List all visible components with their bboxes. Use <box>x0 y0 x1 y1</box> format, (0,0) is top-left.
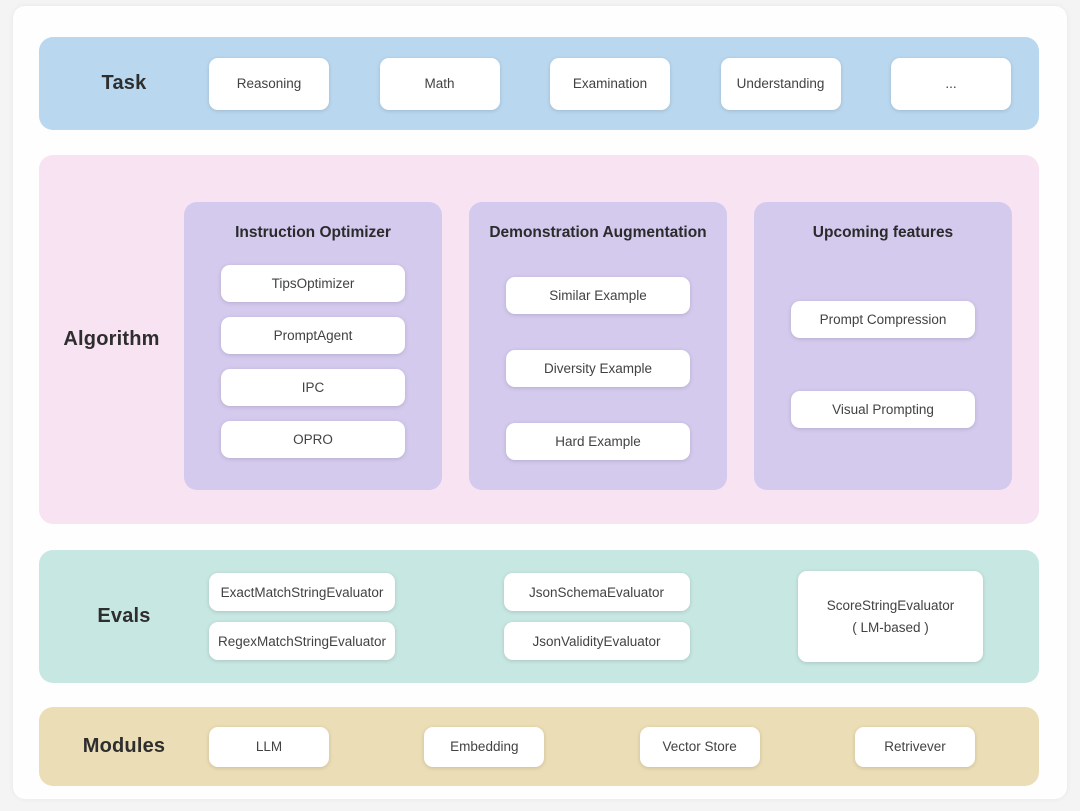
module-chip-llm: LLM <box>209 726 329 767</box>
eval-chip-scorestring-line1: ScoreStringEvaluator <box>826 598 955 613</box>
algo-chip-visual-prompting: Visual Prompting <box>791 391 975 428</box>
eval-chip-jsonvalidity: JsonValidityEvaluator <box>503 622 690 660</box>
modules-chip-row: LLM Embedding Vector Store Retrivever <box>209 707 1039 786</box>
module-chip-vector-store: Vector Store <box>639 726 760 767</box>
task-chip-math: Math <box>379 57 500 110</box>
group-title: Upcoming features <box>812 224 954 241</box>
architecture-diagram: Task Reasoning Math Examination Understa… <box>13 6 1067 799</box>
eval-chip-scorestring: ScoreStringEvaluator ( LM-based ) <box>798 571 983 662</box>
algo-chip-hard-example: Hard Example <box>506 423 690 460</box>
algorithm-band-label: Algorithm <box>63 328 160 350</box>
modules-band-label: Modules <box>82 735 166 757</box>
algo-chip-diversity-example: Diversity Example <box>506 350 690 387</box>
task-chip-row: Reasoning Math Examination Understanding… <box>209 37 1039 130</box>
algorithm-groups: Instruction Optimizer TipsOptimizer Prom… <box>184 155 1039 524</box>
algorithm-band: Algorithm Instruction Optimizer TipsOpti… <box>39 155 1039 524</box>
evals-band: Evals ExactMatchStringEvaluator RegexMat… <box>39 550 1039 683</box>
group-demonstration-augmentation: Demonstration Augmentation Similar Examp… <box>469 202 727 490</box>
task-chip-ellipsis: ... <box>891 57 1011 110</box>
eval-chip-scorestring-line2: ( LM-based ) <box>852 620 929 635</box>
task-chip-reasoning: Reasoning <box>209 57 329 110</box>
eval-chip-exactmatch: ExactMatchStringEvaluator <box>209 573 395 611</box>
eval-chip-jsonschema: JsonSchemaEvaluator <box>503 573 690 611</box>
module-chip-embedding: Embedding <box>424 726 545 767</box>
module-chip-retriever: Retrivever <box>854 726 975 767</box>
evals-string-match-column: ExactMatchStringEvaluator RegexMatchStri… <box>209 573 395 660</box>
evals-json-column: JsonSchemaEvaluator JsonValidityEvaluato… <box>503 573 690 660</box>
task-band: Task Reasoning Math Examination Understa… <box>39 37 1039 130</box>
algo-chip-similar-example: Similar Example <box>506 277 690 314</box>
group-instruction-optimizer: Instruction Optimizer TipsOptimizer Prom… <box>184 202 442 490</box>
task-band-label: Task <box>101 72 147 94</box>
group-chip-stack: TipsOptimizer PromptAgent IPC OPRO <box>221 265 405 458</box>
algo-chip-opro: OPRO <box>221 421 405 458</box>
algo-chip-tipsoptimizer: TipsOptimizer <box>221 265 405 302</box>
group-title: Instruction Optimizer <box>235 224 391 241</box>
group-chip-stack: Similar Example Diversity Example Hard E… <box>506 277 690 460</box>
group-title: Demonstration Augmentation <box>489 224 707 241</box>
group-chip-stack: Prompt Compression Visual Prompting <box>791 301 975 428</box>
task-chip-understanding: Understanding <box>720 57 841 110</box>
group-upcoming-features: Upcoming features Prompt Compression Vis… <box>754 202 1012 490</box>
evals-chip-row: ExactMatchStringEvaluator RegexMatchStri… <box>209 550 1039 683</box>
task-chip-examination: Examination <box>550 57 670 110</box>
algo-chip-ipc: IPC <box>221 369 405 406</box>
algo-chip-promptagent: PromptAgent <box>221 317 405 354</box>
eval-chip-regexmatch: RegexMatchStringEvaluator <box>209 622 395 660</box>
algo-chip-prompt-compression: Prompt Compression <box>791 301 975 338</box>
modules-band: Modules LLM Embedding Vector Store Retri… <box>39 707 1039 786</box>
evals-band-label: Evals <box>97 605 151 627</box>
